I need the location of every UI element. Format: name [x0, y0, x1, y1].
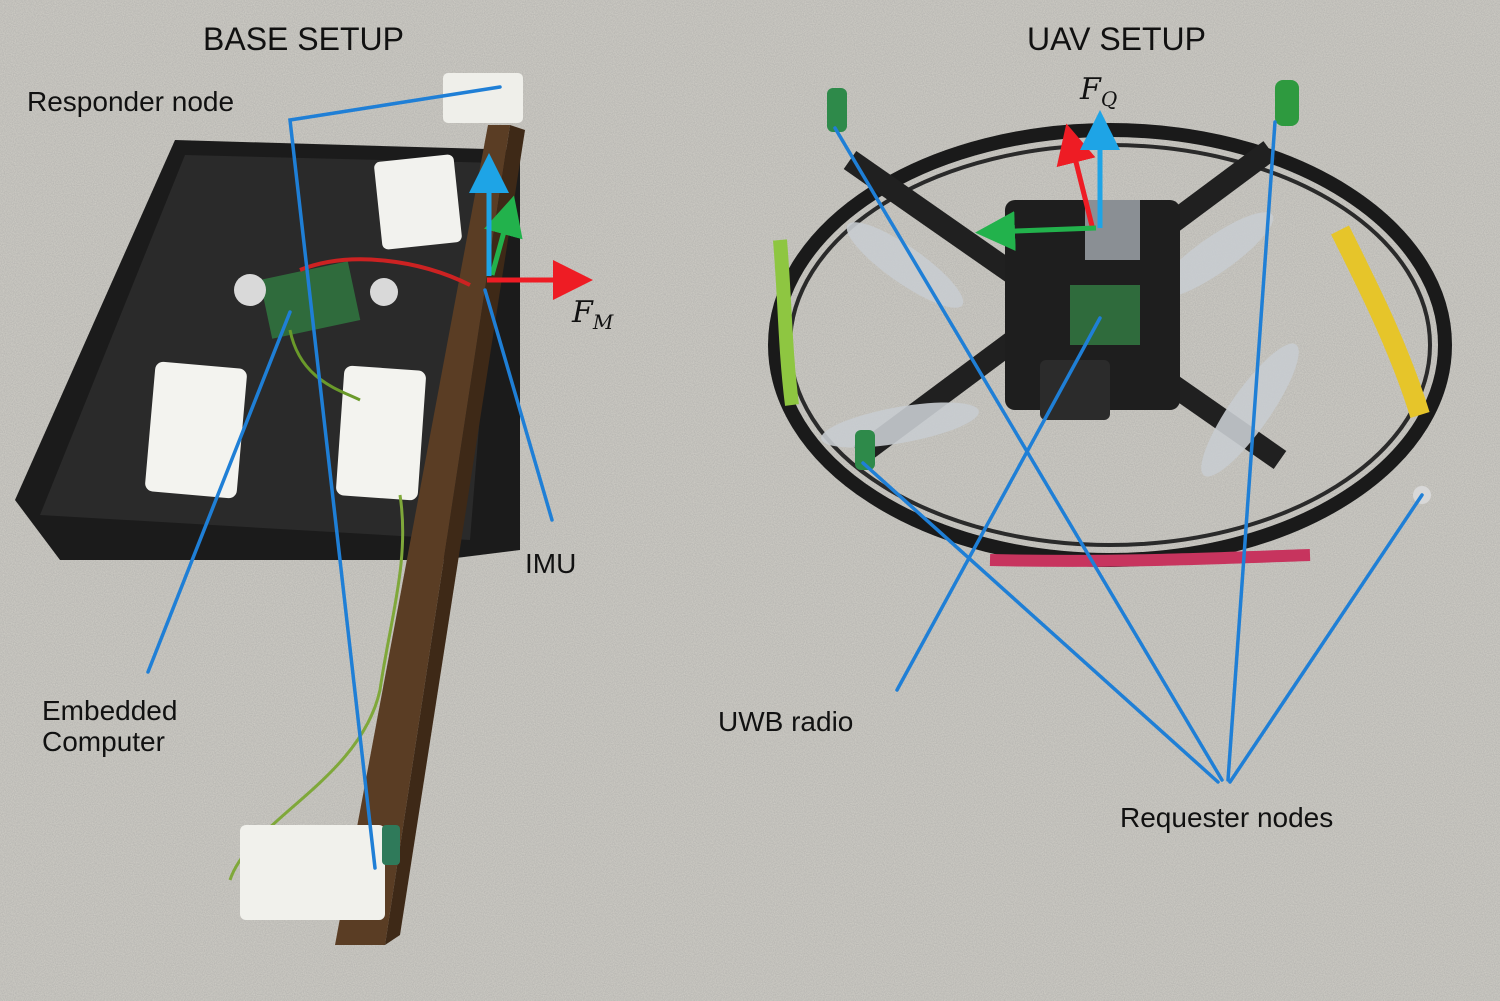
- propeller: [846, 222, 964, 308]
- base-setup-hardware: [15, 73, 525, 945]
- ring-tape-green: [773, 239, 799, 406]
- requester-antenna: [827, 88, 847, 132]
- embedded-computer-label: Embedded Computer: [42, 695, 177, 758]
- ring-tape-yellow: [1331, 225, 1430, 418]
- wooden-beam: [335, 125, 510, 945]
- mount-axis-y: [484, 195, 523, 276]
- uav-setup-title: UAV SETUP: [1027, 21, 1206, 57]
- callout-requester-d: [1228, 493, 1424, 784]
- power-bank-left: [145, 361, 247, 499]
- quad-axis-y: [975, 211, 1097, 252]
- requester-antenna: [855, 430, 875, 470]
- uwb-radio-board: [1070, 285, 1140, 345]
- mocap-marker: [234, 274, 266, 306]
- responder-node-label: Responder node: [27, 86, 235, 117]
- base-setup-title: BASE SETUP: [203, 21, 404, 57]
- quad-frame-symbol: F: [1080, 72, 1101, 107]
- callout-uwb: [895, 316, 1102, 692]
- propeller: [1156, 212, 1274, 298]
- battery: [1040, 360, 1110, 420]
- uwb-radio-label: UWB radio: [718, 706, 854, 737]
- callout-embedded: [146, 310, 292, 674]
- propeller: [1201, 343, 1299, 477]
- requester-antenna: [1275, 80, 1299, 126]
- imu-label: IMU: [525, 548, 577, 579]
- callout-imu: [483, 288, 554, 522]
- mount-frame-subscript: M: [592, 310, 614, 334]
- wooden-beam-side: [385, 125, 525, 945]
- ring-tape-pink: [989, 549, 1311, 567]
- callout-requester-a: [833, 126, 1224, 782]
- cable: [299, 257, 471, 287]
- power-bank-top: [374, 154, 462, 250]
- callout-requester-b: [1226, 120, 1277, 782]
- mocap-marker: [370, 278, 398, 306]
- mount-frame-label: FM: [572, 295, 613, 334]
- embedded-computer-label-line2: Computer: [42, 726, 165, 758]
- callout-responder: [288, 85, 502, 870]
- mount-frame-symbol: F: [572, 295, 593, 330]
- requester-nodes-label: Requester nodes: [1120, 802, 1334, 833]
- callout-requester-c: [861, 461, 1220, 784]
- power-bank-right: [336, 365, 426, 501]
- antenna: [382, 825, 400, 865]
- callout-lines: [146, 85, 1424, 870]
- mount-frame-axes: [469, 153, 593, 300]
- quad-frame-axes: [975, 110, 1120, 252]
- quad-frame-label: FQ: [1080, 72, 1117, 111]
- quad-axis-x: [1056, 123, 1096, 231]
- quad-frame-subscript: Q: [1100, 87, 1118, 111]
- embedded-computer-label-line1: Embedded: [42, 695, 178, 726]
- responder-node-box: [443, 73, 523, 123]
- bottom-node-box: [240, 825, 385, 920]
